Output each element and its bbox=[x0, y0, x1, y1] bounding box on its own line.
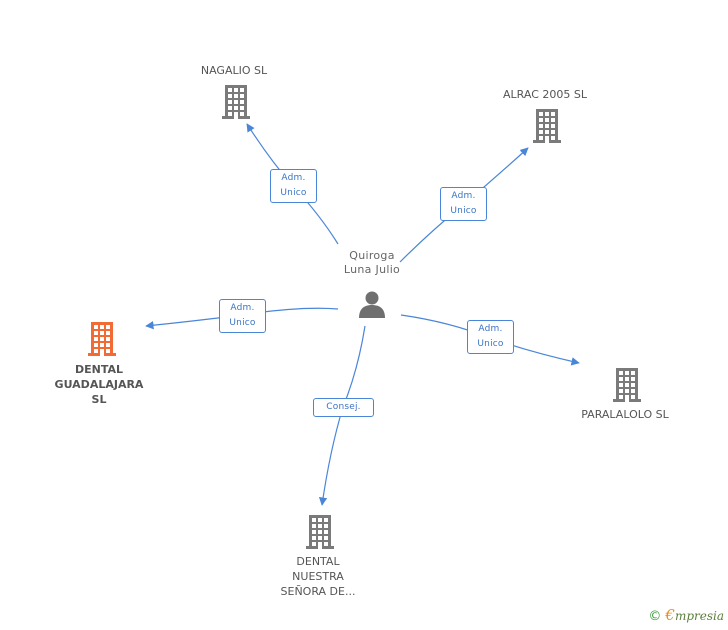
node-label-dental-nuestra-line-1: DENTAL bbox=[296, 555, 340, 568]
edge-label-dental-guadalajara-line-1: Adm. bbox=[230, 303, 255, 313]
building-icon[interactable] bbox=[88, 322, 116, 356]
edge-label-paralalolo-line-2: Unico bbox=[477, 339, 504, 349]
edge-label-dental-guadalajara-line-2: Unico bbox=[229, 318, 256, 328]
footer-brand: ©€mpresia bbox=[648, 606, 724, 624]
node-label-dental-guadalajara[interactable]: DENTAL GUADALAJARA SL bbox=[49, 362, 149, 407]
building-icon[interactable] bbox=[222, 85, 250, 119]
edge-label-paralalolo-line-1: Adm. bbox=[478, 324, 503, 334]
center-node-label-line-1: Quiroga bbox=[349, 249, 395, 262]
node-label-nagalio[interactable]: NAGALIO SL bbox=[184, 63, 284, 78]
node-label-dental-guadalajara-line-3: SL bbox=[91, 393, 107, 406]
brand-logo-rest: mpresia bbox=[674, 609, 724, 623]
edge-label-paralalolo[interactable]: Adm. Unico bbox=[467, 320, 514, 354]
node-label-dental-guadalajara-line-1: DENTAL bbox=[74, 363, 124, 376]
brand-logo: €mpresia bbox=[665, 606, 724, 624]
copyright-icon: © bbox=[648, 609, 662, 624]
node-label-dental-guadalajara-line-2: GUADALAJARA bbox=[54, 378, 144, 391]
node-label-alrac-line-1: ALRAC 2005 SL bbox=[503, 88, 587, 101]
edge-label-dental-nuestra[interactable]: Consej. bbox=[313, 398, 374, 417]
edge-label-alrac[interactable]: Adm. Unico bbox=[440, 187, 487, 221]
node-label-paralalolo-line-1: PARALALOLO SL bbox=[581, 408, 669, 421]
node-label-dental-nuestra-line-2: NUESTRA bbox=[292, 570, 344, 583]
edge-label-dental-guadalajara[interactable]: Adm. Unico bbox=[219, 299, 266, 333]
brand-logo-initial: € bbox=[665, 606, 675, 624]
center-node-label-line-2: Luna Julio bbox=[343, 263, 401, 276]
edge-label-nagalio-line-1: Adm. bbox=[281, 173, 306, 183]
building-icon[interactable] bbox=[533, 109, 561, 143]
node-label-alrac[interactable]: ALRAC 2005 SL bbox=[495, 87, 595, 102]
building-icon[interactable] bbox=[306, 515, 334, 549]
building-icon[interactable] bbox=[613, 368, 641, 402]
edge-label-alrac-line-2: Unico bbox=[450, 206, 477, 216]
edge-label-nagalio[interactable]: Adm. Unico bbox=[270, 169, 317, 203]
edge-label-alrac-line-1: Adm. bbox=[451, 191, 476, 201]
person-icon[interactable] bbox=[357, 289, 387, 319]
edge-label-dental-nuestra-line-1: Consej. bbox=[326, 402, 361, 412]
edge-label-nagalio-line-2: Unico bbox=[280, 188, 307, 198]
node-label-dental-nuestra-line-3: SEÑORA DE... bbox=[280, 585, 356, 598]
node-label-dental-nuestra[interactable]: DENTAL NUESTRA SEÑORA DE... bbox=[268, 554, 368, 599]
node-label-paralalolo[interactable]: PARALALOLO SL bbox=[570, 407, 680, 422]
center-node-label[interactable]: Quiroga Luna Julio bbox=[322, 249, 422, 277]
node-label-nagalio-line-1: NAGALIO SL bbox=[200, 64, 268, 77]
